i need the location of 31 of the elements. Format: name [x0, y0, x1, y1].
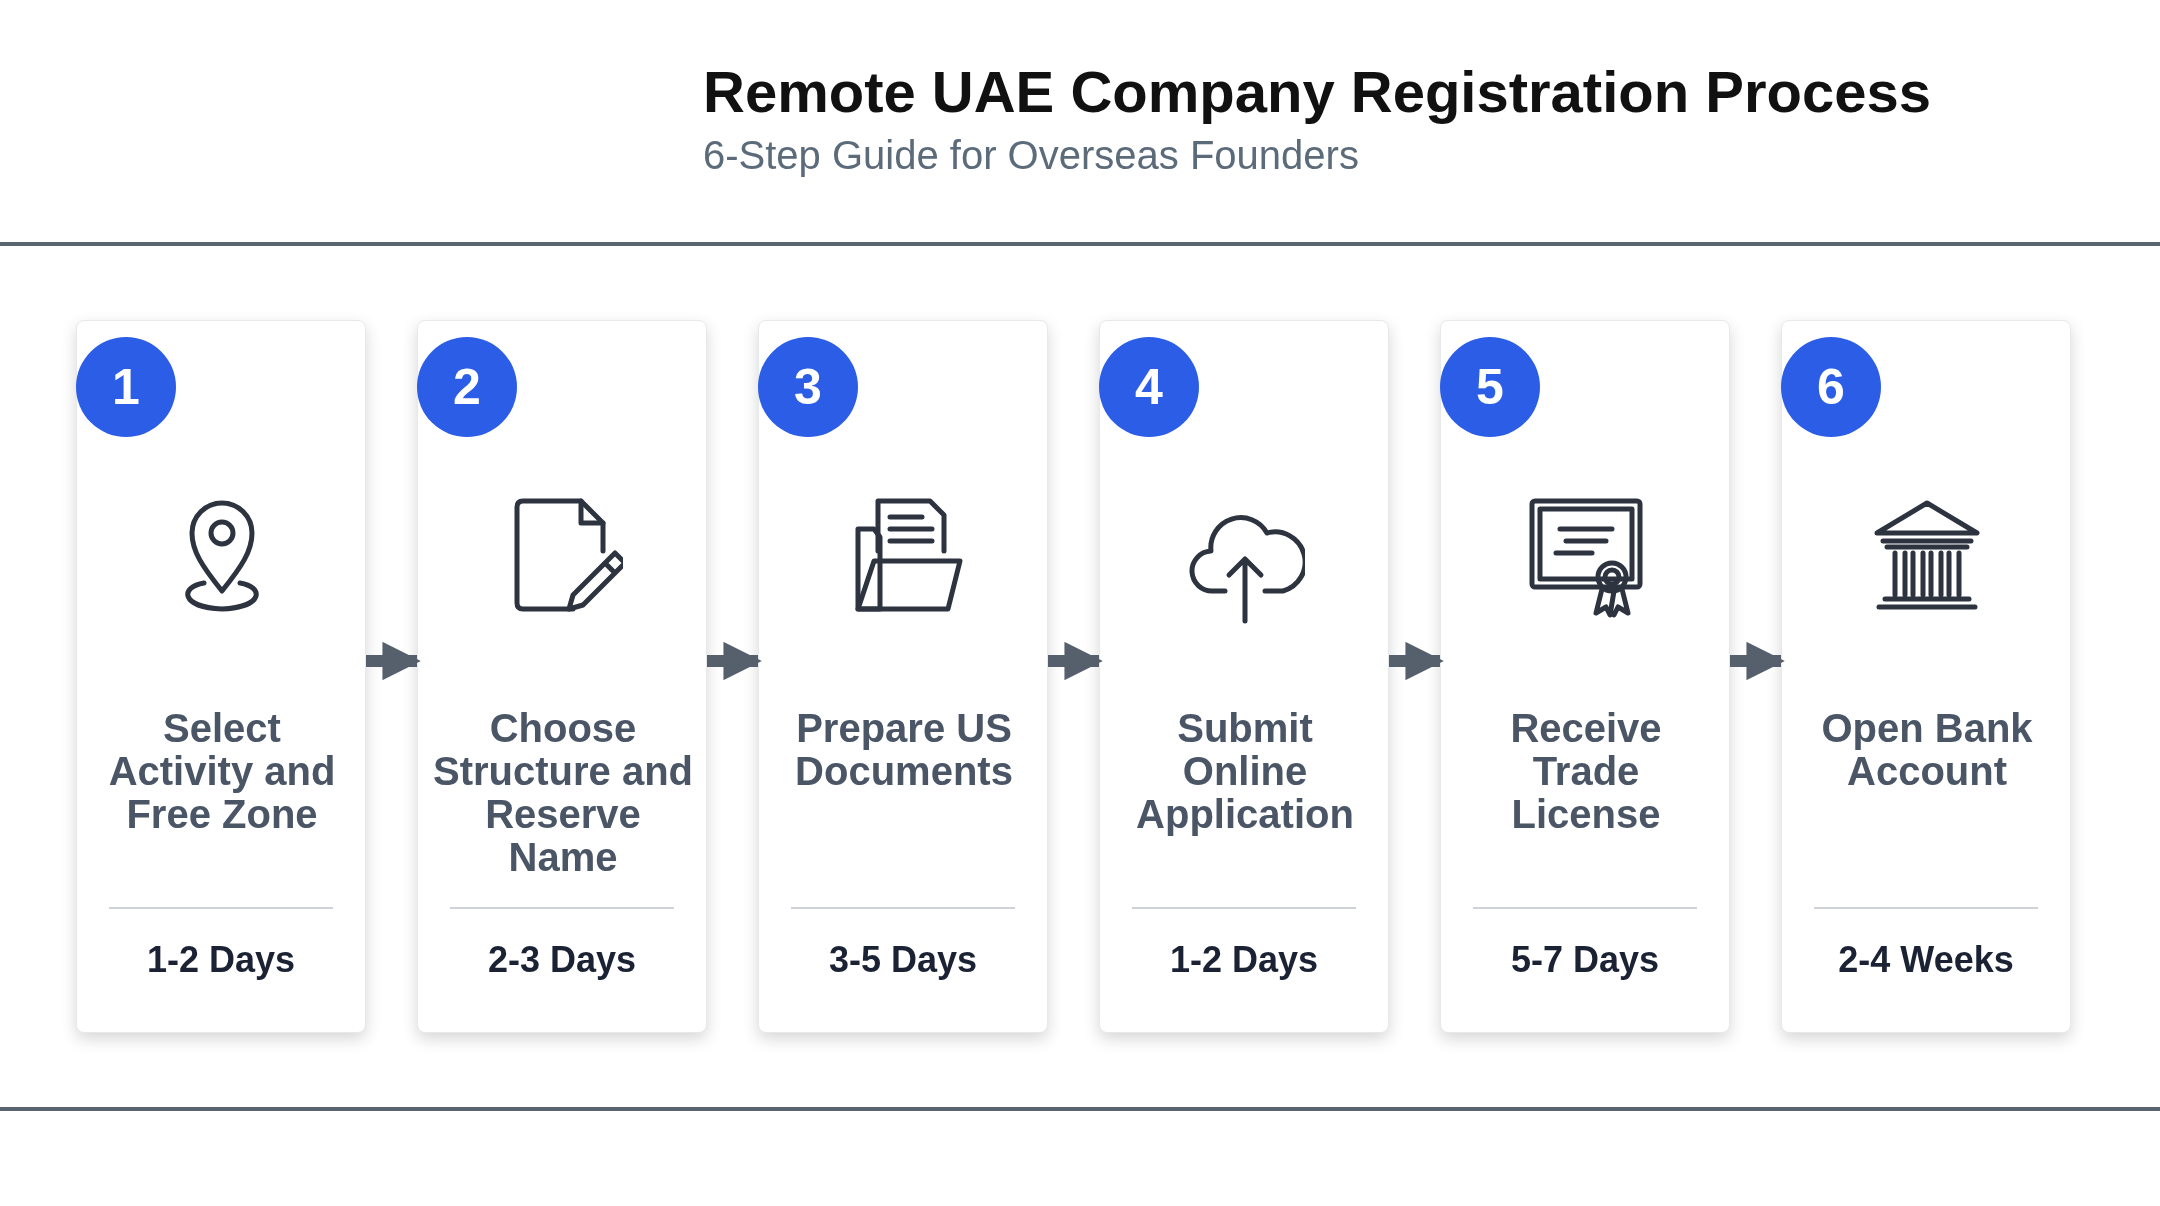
diagram-title: Remote UAE Company Registration Process [703, 58, 1931, 125]
step-card [1440, 320, 1730, 1033]
step-title: Receive Trade License [1509, 707, 1663, 836]
step-duration: 1-2 Days [145, 939, 297, 981]
step-number-badge: 1 [76, 337, 176, 437]
step-title: Submit Online Application [1135, 707, 1355, 836]
diagram-subtitle: 6-Step Guide for Overseas Founders [703, 133, 1359, 178]
step-duration: 3-5 Days [827, 939, 979, 981]
arrow [1730, 641, 1785, 681]
step-title: Prepare US Documents [794, 707, 1014, 793]
step-duration: 2-4 Weeks [1837, 939, 2015, 981]
step-number-badge: 6 [1781, 337, 1881, 437]
step-number-badge: 2 [417, 337, 517, 437]
step-duration: 2-3 Days [486, 939, 638, 981]
step-number-badge: 3 [758, 337, 858, 437]
step-duration: 5-7 Days [1509, 939, 1661, 981]
step-card [1781, 320, 2071, 1033]
step-card [417, 320, 707, 1033]
arrow [707, 641, 762, 681]
step-card [1099, 320, 1389, 1033]
step-title: Select Activity and Free Zone [107, 707, 337, 836]
step-duration: 1-2 Days [1168, 939, 1320, 981]
step-title: Open Bank Account [1820, 707, 2034, 793]
step-card [758, 320, 1048, 1033]
arrow [1389, 641, 1444, 681]
step-number-badge: 4 [1099, 337, 1199, 437]
step-number-badge: 5 [1440, 337, 1540, 437]
step-card [76, 320, 366, 1033]
step-title: Choose Structure and Reserve Name [432, 707, 694, 879]
arrow [1048, 641, 1103, 681]
arrow [366, 641, 421, 681]
